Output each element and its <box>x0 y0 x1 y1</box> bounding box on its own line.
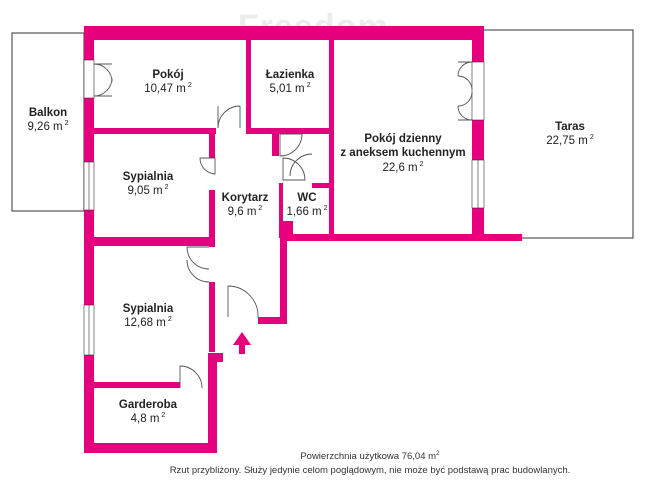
room-area: 10,47 m <box>144 83 186 96</box>
room-area-sup: 2 <box>187 82 192 90</box>
room-name: Łazienka <box>265 69 315 81</box>
room-area-sup: 2 <box>167 316 172 324</box>
room-area-sup: 2 <box>323 205 328 213</box>
room-name: Taras <box>555 121 585 133</box>
total-area-text: Powierzchnia użytkowa 76,04 m <box>300 451 437 462</box>
room-area: 5,01 m <box>269 83 305 96</box>
windows <box>83 59 485 356</box>
room-name: Garderoba <box>118 399 178 411</box>
room-name-line1: Pokój dzienny <box>364 133 442 145</box>
room-name: WC <box>297 192 317 204</box>
room-dzienny: Pokój dzienny z aneksem kuchennym 22,6 m… <box>336 132 470 175</box>
room-area: 22,75 m <box>546 135 588 148</box>
room-area: 22,6 m <box>382 161 418 174</box>
room-name-line2: z aneksem kuchennym <box>340 147 466 160</box>
disclaimer-text: Rzut przybliżony. Służy jedynie celom po… <box>169 465 571 476</box>
room-area-sup: 2 <box>589 134 594 142</box>
room-name: Sypialnia <box>122 171 174 183</box>
entrance-arrow-icon <box>233 332 251 354</box>
room-area-sup: 2 <box>258 205 263 213</box>
room-area: 12,68 m <box>124 317 166 330</box>
doors <box>93 61 473 389</box>
room-area-sup: 2 <box>164 184 169 192</box>
room-area: 1,66 m <box>286 206 322 219</box>
room-name: Pokój <box>152 69 184 81</box>
room-name: Korytarz <box>221 192 269 204</box>
room-area-sup: 2 <box>64 120 69 128</box>
room-area-sup: 2 <box>306 82 311 90</box>
room-name: Sypialnia <box>122 303 174 315</box>
total-area-caption: Powierzchnia użytkowa 76,04 m2 <box>250 450 490 462</box>
room-area-sup: 2 <box>161 412 166 420</box>
disclaimer-caption: Rzut przybliżony. Służy jedynie celom po… <box>140 465 600 476</box>
room-name: Balkon <box>28 107 68 119</box>
room-area-sup: 2 <box>419 160 424 168</box>
room-area: 4,8 m <box>130 413 160 426</box>
total-area-sup: 2 <box>436 450 440 457</box>
room-area: 9,26 m <box>27 121 63 134</box>
room-area: 9,05 m <box>127 185 163 198</box>
terrace-outline <box>476 29 634 239</box>
room-area: 9,6 m <box>227 206 257 219</box>
